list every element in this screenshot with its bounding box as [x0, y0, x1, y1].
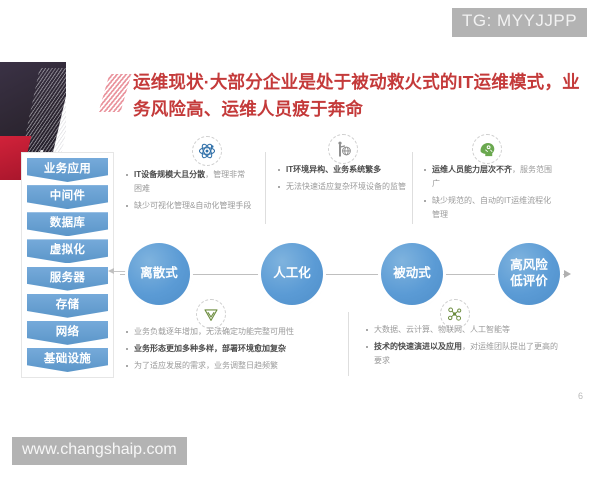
bullet-item: 为了适应发展的需求，业务调整日趋频繁 [126, 359, 356, 373]
bullet-emphasis: 业务形态更加多种多样，部署环境愈加复杂 [134, 344, 286, 353]
bullet-text: ，服务范围广 [432, 165, 552, 188]
timeline-arrow-head [564, 270, 571, 278]
bullet-text: ，管理非常困难 [134, 170, 246, 193]
stack-item-2[interactable]: 数据库 [27, 212, 108, 237]
stack-item-label: 服务器 [49, 271, 86, 284]
bullet-text: 为了适应发展的需求，业务调整日趋频繁 [134, 361, 278, 370]
bullet-emphasis: 技术的快速演进以及应用 [374, 342, 462, 351]
bullet-column-top-0: IT设备规模大且分散，管理非常困难缺少可视化管理&自动化管理手段 [126, 168, 252, 216]
timeline-axis [120, 274, 566, 275]
stack-item-label: 业务应用 [43, 163, 92, 175]
site-watermark: www.changshaip.com [12, 437, 187, 465]
bullet-item: 无法快速适应复杂环境设备的监管 [278, 180, 406, 194]
stack-item-5[interactable]: 存储 [27, 293, 108, 318]
stack-item-label: 基础设施 [43, 352, 92, 365]
bullet-column-top-2: 运维人员能力层次不齐，服务范围广缺少规范的、自动的IT运维流程化管理 [424, 163, 556, 225]
bullet-text: 缺少规范的、自动的IT运维流程化管理 [432, 196, 552, 219]
bullet-item: 技术的快速演进以及应用，对运维团队提出了更高的要求 [366, 340, 562, 368]
stage-label-line2: 低评价 [510, 274, 548, 288]
bullet-emphasis: IT环境异构、业务系统繁多 [286, 165, 382, 174]
bullet-item: 业务负载逐年增加，无法确定功能完整可用性 [126, 325, 356, 339]
column-divider [412, 152, 413, 224]
it-stack-panel: 业务应用中间件数据库虚拟化服务器存储网络基础设施 [21, 152, 114, 378]
timeline-stage-2[interactable]: 被动式 [381, 243, 443, 305]
stage-label-line1: 人工化 [273, 266, 311, 281]
stack-item-label: 数据库 [49, 217, 86, 230]
shield-check-icon [196, 299, 226, 329]
brain-head-icon [472, 134, 502, 164]
molecule-network-icon [440, 299, 470, 329]
title-hatch-marker [98, 74, 132, 112]
column-divider [348, 312, 349, 376]
bullet-text: 业务负载逐年增加，无法确定功能完整可用性 [134, 327, 294, 336]
page-number: 6 [578, 391, 584, 401]
timeline-stage-1[interactable]: 人工化 [261, 243, 323, 305]
stack-item-7[interactable]: 基础设施 [27, 347, 108, 372]
bullet-text: 缺少可视化管理&自动化管理手段 [134, 201, 252, 210]
stack-item-3[interactable]: 虚拟化 [27, 239, 108, 264]
bullet-emphasis: 运维人员能力层次不齐 [432, 165, 512, 174]
tg-watermark-banner: TG: MYYJJPP [452, 8, 588, 37]
stack-item-4[interactable]: 服务器 [27, 266, 108, 291]
bullet-text: 大数据、云计算、物联网、人工智能等 [374, 325, 510, 334]
bullet-item: 运维人员能力层次不齐，服务范围广 [424, 163, 556, 191]
bullet-text: ，对运维团队提出了更高的要求 [374, 342, 558, 365]
stack-item-label: 网络 [55, 325, 80, 338]
atom-icon [192, 136, 222, 166]
bullet-item: 业务形态更加多种多样，部署环境愈加复杂 [126, 342, 356, 356]
bullet-item: 缺少规范的、自动的IT运维流程化管理 [424, 194, 556, 222]
stack-item-6[interactable]: 网络 [27, 320, 108, 345]
stage-label-line1: 被动式 [393, 266, 431, 281]
bullet-emphasis: IT设备规模大且分散 [134, 170, 206, 179]
bullet-item: IT设备规模大且分散，管理非常困难 [126, 168, 252, 196]
stack-item-label: 中间件 [49, 190, 86, 203]
timeline-stage-3[interactable]: 高风险 低评价 [498, 243, 560, 305]
person-globe-icon [328, 134, 358, 164]
bullet-text: 无法快速适应复杂环境设备的监管 [286, 182, 406, 191]
timeline-stage-0[interactable]: 离散式 [128, 243, 190, 305]
page-title: 运维现状·大部分企业是处于被动救火式的IT运维模式，业务风险高、运维人员疲于奔命 [133, 72, 580, 119]
bullet-item: 大数据、云计算、物联网、人工智能等 [366, 323, 562, 337]
stack-item-label: 虚拟化 [49, 244, 86, 257]
bullet-column-top-1: IT环境异构、业务系统繁多无法快速适应复杂环境设备的监管 [278, 163, 406, 197]
bullet-item: 缺少可视化管理&自动化管理手段 [126, 199, 252, 213]
bullet-column-bottom-0: 业务负载逐年增加，无法确定功能完整可用性业务形态更加多种多样，部署环境愈加复杂为… [126, 325, 356, 376]
column-divider [265, 152, 266, 224]
bullet-item: IT环境异构、业务系统繁多 [278, 163, 406, 177]
stack-item-0[interactable]: 业务应用 [27, 158, 108, 182]
bullet-column-bottom-1: 大数据、云计算、物联网、人工智能等技术的快速演进以及应用，对运维团队提出了更高的… [366, 323, 562, 371]
stage-label-line1: 离散式 [140, 266, 178, 281]
stage-label-line1: 高风险 [510, 258, 548, 273]
stack-item-label: 存储 [55, 298, 80, 311]
stack-item-1[interactable]: 中间件 [27, 185, 108, 210]
